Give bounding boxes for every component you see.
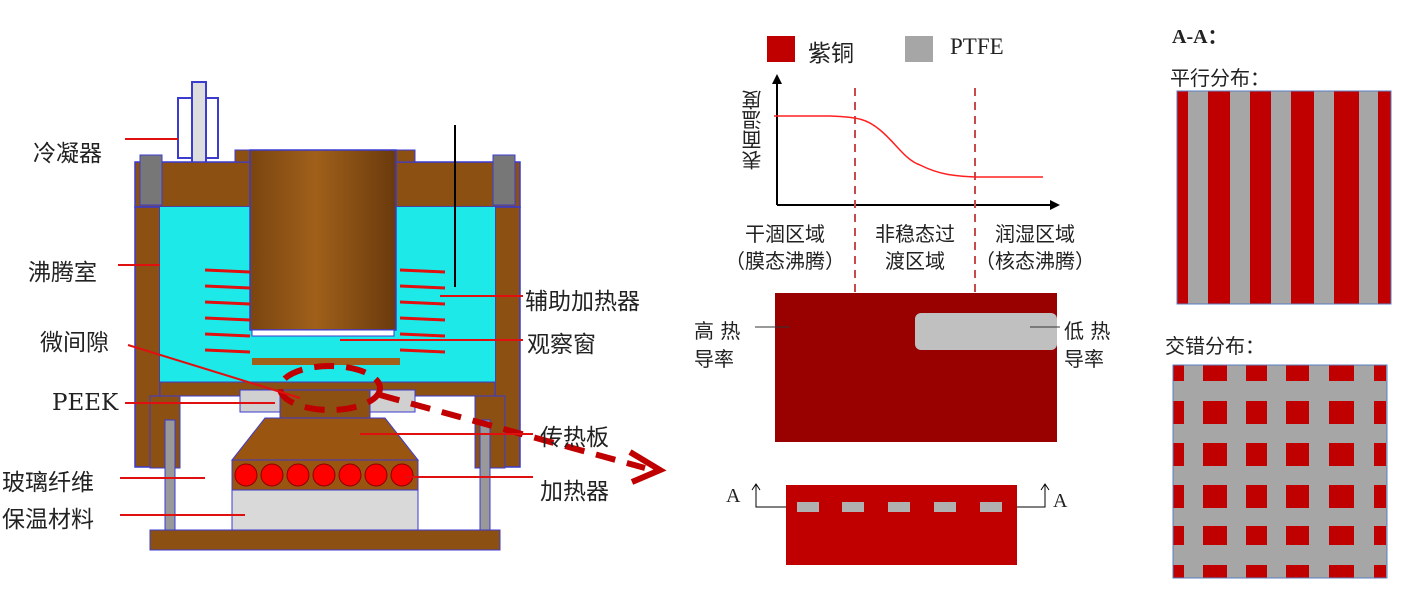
ptfe-insert xyxy=(915,313,1057,350)
heat-transfer-plate xyxy=(230,417,420,461)
copper-square xyxy=(1203,365,1227,381)
section-marker-left: A xyxy=(726,485,741,507)
copper-square xyxy=(1329,565,1354,578)
label-insulation: 保温材料 xyxy=(2,507,94,533)
region-1-line2: （膜态沸腾） xyxy=(725,249,845,273)
staggered-pattern xyxy=(1173,365,1387,578)
observation-window xyxy=(251,329,395,337)
low-conductivity-label-2: 导率 xyxy=(1064,347,1104,371)
label-glass-fiber: 玻璃纤维 xyxy=(2,470,94,496)
label-boiling-chamber: 沸腾室 xyxy=(28,260,97,286)
insulation-block xyxy=(231,489,419,538)
copper-square xyxy=(1173,526,1184,545)
copper-square xyxy=(1374,485,1386,508)
section-marker-right: A xyxy=(1053,490,1068,512)
copper-square xyxy=(1173,443,1184,466)
temperature-curve xyxy=(774,115,1043,178)
copper-square xyxy=(1286,365,1309,381)
label-condenser: 冷凝器 xyxy=(33,141,102,167)
region-1-line1: 干涸区域 xyxy=(745,222,825,246)
copper-square xyxy=(1286,565,1309,578)
apparatus-diagram xyxy=(118,81,667,551)
copper-square xyxy=(1203,485,1227,508)
label-window: 观察窗 xyxy=(527,332,596,358)
copper-square xyxy=(1203,401,1227,424)
copper-square xyxy=(1286,401,1309,424)
copper-square xyxy=(1286,485,1309,508)
copper-square xyxy=(1203,443,1227,466)
copper-square xyxy=(1329,526,1354,545)
region-3-line1: 润湿区域 xyxy=(995,222,1075,246)
legend-copper-label: 紫铜 xyxy=(808,41,854,67)
label-micro-gap: 微间隙 xyxy=(40,330,109,356)
label-heater: 加热器 xyxy=(540,479,609,505)
high-conductivity-label-2: 导率 xyxy=(694,347,734,371)
parallel-label: 平行分布： xyxy=(1170,66,1270,90)
zoom-arrow xyxy=(277,363,646,471)
parallel-pattern xyxy=(1176,90,1392,305)
section-ptfe-squares xyxy=(797,502,1002,512)
copper-square xyxy=(1246,485,1267,508)
copper-square xyxy=(1246,401,1267,424)
label-peek: PEEK xyxy=(52,390,119,416)
copper-square xyxy=(1173,365,1184,381)
copper-square xyxy=(1246,443,1267,466)
copper-square xyxy=(1329,485,1354,508)
copper-square xyxy=(1329,401,1354,424)
label-heat-plate: 传热板 xyxy=(540,425,609,451)
copper-square xyxy=(1246,526,1267,545)
copper-square xyxy=(1374,565,1386,578)
section-plate xyxy=(786,485,1017,565)
low-conductivity-label-1: 低 热 xyxy=(1064,319,1111,343)
base-plate xyxy=(149,529,501,551)
copper-square xyxy=(1374,365,1386,381)
region-3-line2: （核态沸腾） xyxy=(975,249,1095,273)
copper-square xyxy=(1374,401,1386,424)
section-title: A-A： xyxy=(1172,26,1228,48)
copper-square xyxy=(1374,443,1386,466)
high-conductivity-label-1: 高 热 xyxy=(694,319,741,343)
copper-square xyxy=(1286,443,1309,466)
copper-square xyxy=(1173,401,1184,424)
copper-square xyxy=(1329,443,1354,466)
staggered-label: 交错分布： xyxy=(1165,334,1265,358)
legend-copper-swatch xyxy=(767,36,795,62)
copper-square xyxy=(1173,565,1184,578)
copper-square xyxy=(1173,485,1184,508)
aux-heater-coils xyxy=(204,268,446,354)
region-2-line1: 非稳态过 xyxy=(875,222,955,246)
copper-square xyxy=(1246,365,1267,381)
label-aux-heater: 辅助加热器 xyxy=(525,289,640,315)
copper-square xyxy=(1286,526,1309,545)
y-axis-label: 表面温度 xyxy=(741,90,765,170)
legend-ptfe-swatch xyxy=(905,36,933,62)
heater-rods xyxy=(234,463,414,487)
copper-square xyxy=(1203,565,1227,578)
copper-square xyxy=(1374,526,1386,545)
legend-ptfe-label: PTFE xyxy=(950,34,1004,59)
copper-square xyxy=(1203,526,1227,545)
copper-square xyxy=(1246,565,1267,578)
copper-plate xyxy=(775,293,1057,442)
region-2-line2: 渡区域 xyxy=(885,249,945,273)
copper-square xyxy=(1329,365,1354,381)
